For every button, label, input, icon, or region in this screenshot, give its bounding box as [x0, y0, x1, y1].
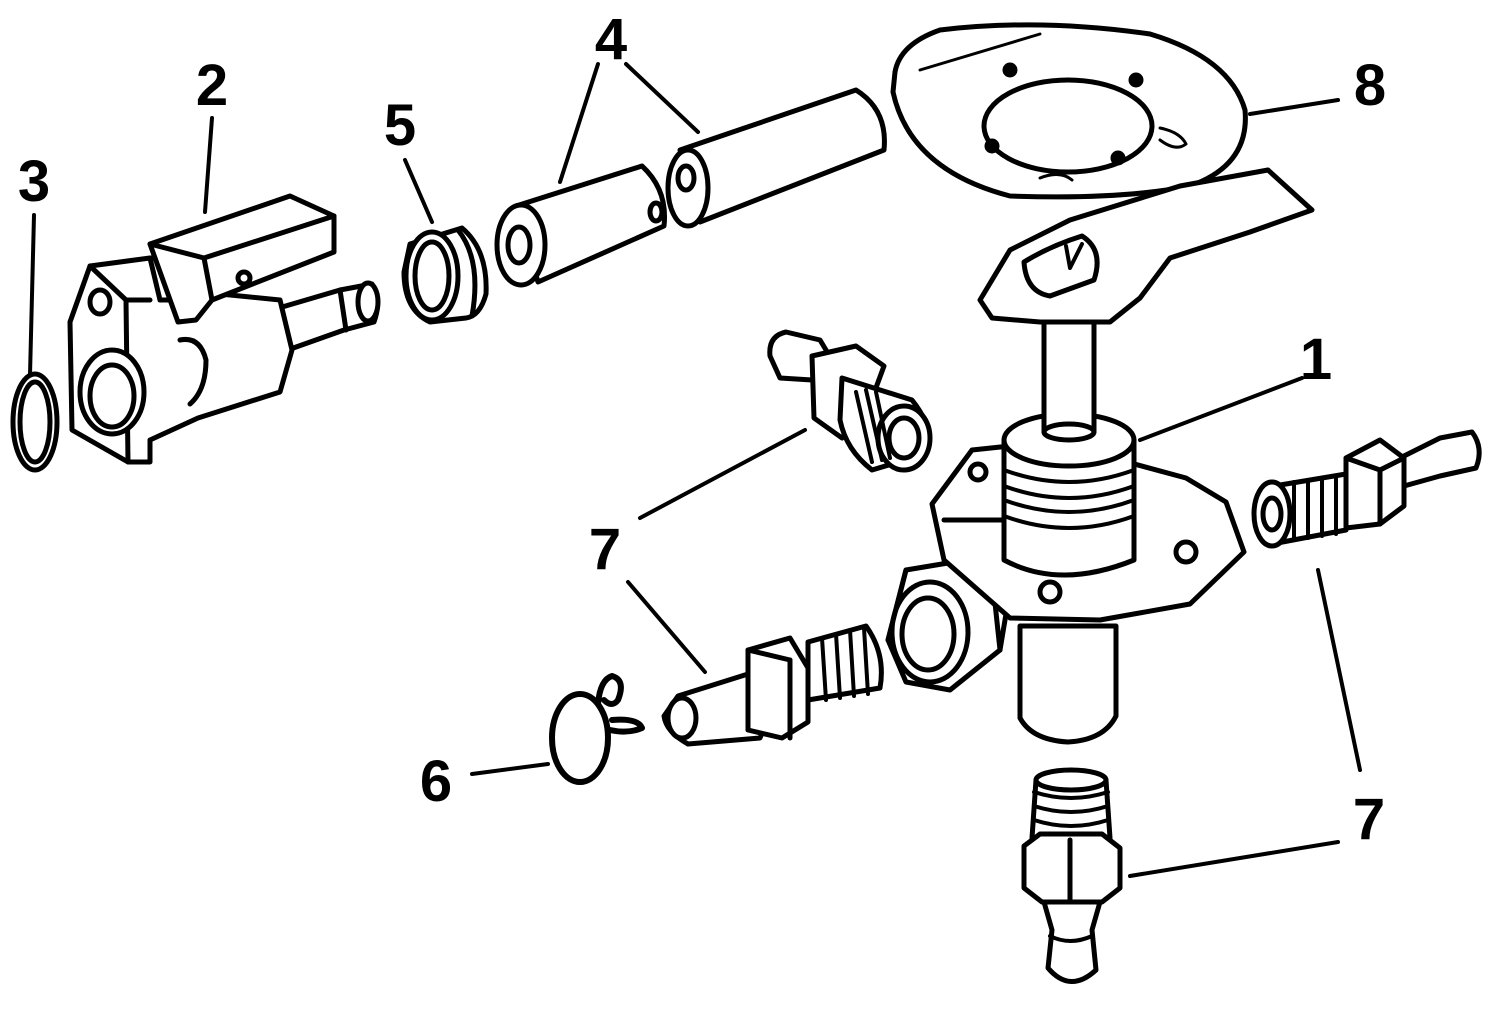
o-ring-part	[10, 371, 60, 473]
callout-2: 2	[195, 53, 229, 118]
fuel-connector-part	[67, 193, 381, 465]
hose-pieces	[494, 87, 887, 288]
fitting-bottom	[1021, 767, 1123, 984]
hose-clip-part	[549, 673, 645, 785]
fitting-right	[1251, 429, 1482, 549]
callout-8: 8	[1353, 53, 1387, 118]
callout-7-right: 7	[1352, 787, 1386, 852]
callout-6: 6	[419, 749, 453, 814]
clamp-ring-part	[401, 225, 489, 325]
callout-5: 5	[383, 93, 417, 158]
callout-7-left: 7	[588, 517, 622, 582]
decal-plate-part	[890, 22, 1248, 200]
leader-lines	[28, 62, 1362, 878]
callout-1: 1	[1299, 327, 1333, 392]
fitting-bottom-left	[661, 623, 884, 747]
callout-4: 4	[594, 7, 628, 72]
valve-assembly-part	[885, 167, 1315, 745]
callout-3: 3	[17, 149, 51, 214]
fitting-top-center	[767, 329, 933, 473]
